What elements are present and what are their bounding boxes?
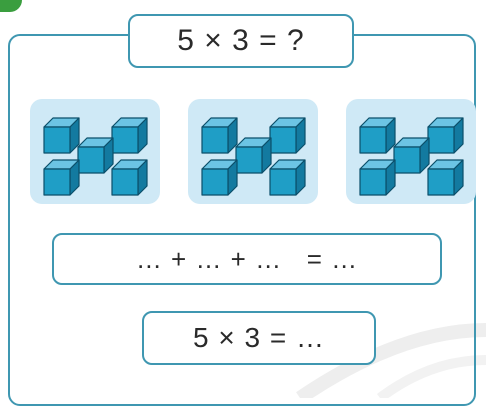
cube-icon bbox=[112, 160, 147, 195]
cube-icon bbox=[360, 118, 395, 153]
cube-cluster-icon bbox=[346, 99, 476, 204]
cube-icon bbox=[202, 160, 237, 195]
cube-icon bbox=[112, 118, 147, 153]
cube-cluster-icon bbox=[30, 99, 160, 204]
cube-icon bbox=[44, 118, 79, 153]
product-expression-box: 5 × 3 = … bbox=[142, 311, 376, 365]
cube-icon bbox=[428, 160, 463, 195]
product-expression: 5 × 3 = … bbox=[193, 322, 325, 354]
sum-expression-box: … + … + … = … bbox=[52, 233, 442, 285]
cube-group-2 bbox=[188, 99, 318, 204]
cube-icon bbox=[44, 160, 79, 195]
cube-group-3 bbox=[346, 99, 476, 204]
corner-decoration bbox=[0, 0, 22, 12]
cube-icon bbox=[428, 118, 463, 153]
title-equation-box: 5 × 3 = ? bbox=[128, 14, 354, 68]
cube-icon bbox=[270, 160, 305, 195]
cube-cluster-icon bbox=[188, 99, 318, 204]
cube-icon bbox=[202, 118, 237, 153]
cube-icon bbox=[78, 138, 113, 173]
title-equation: 5 × 3 = ? bbox=[177, 24, 304, 58]
cube-icon bbox=[236, 138, 271, 173]
cube-icon bbox=[394, 138, 429, 173]
sum-expression: … + … + … = … bbox=[136, 244, 358, 275]
cube-icon bbox=[270, 118, 305, 153]
cube-icon bbox=[360, 160, 395, 195]
cube-group-1 bbox=[30, 99, 160, 204]
